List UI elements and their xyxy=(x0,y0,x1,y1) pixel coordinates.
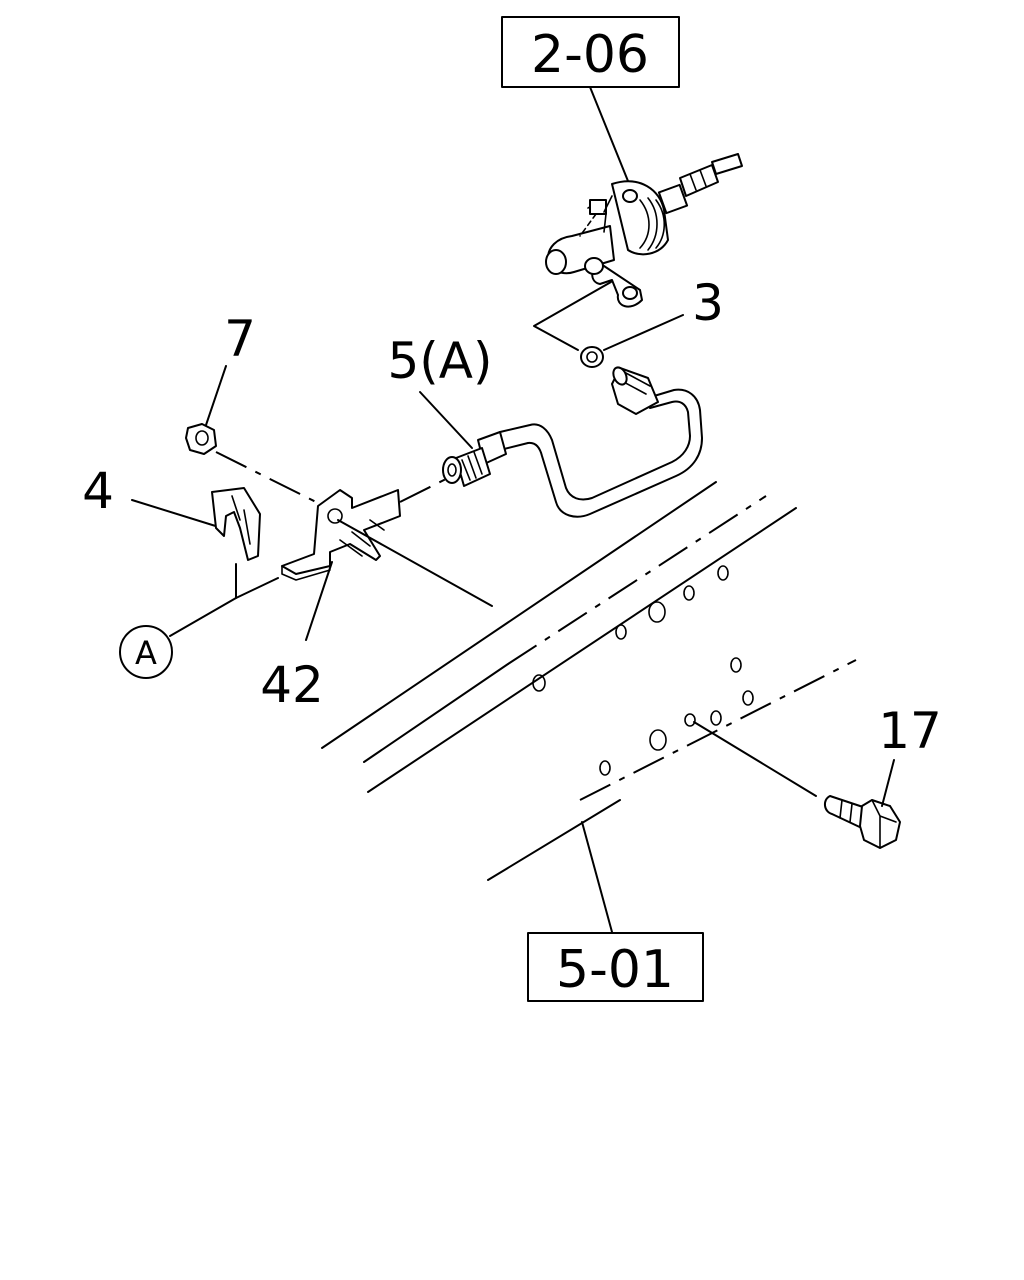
circle-a-label: A xyxy=(135,634,157,672)
clutch-pipe-5 xyxy=(442,366,703,518)
leader-3 xyxy=(603,314,684,351)
bracket-42 xyxy=(281,489,401,581)
ref-box-2-06-label: 2-06 xyxy=(531,25,649,85)
callout-4[interactable]: 4 xyxy=(82,462,114,520)
leader-circle-a xyxy=(169,597,237,637)
frame-rail xyxy=(321,481,857,881)
axis-bracket-to-pipe xyxy=(399,477,449,503)
callout-17[interactable]: 17 xyxy=(878,702,942,760)
circle-a[interactable] xyxy=(119,625,173,679)
leader-17 xyxy=(881,759,895,807)
leader-a-bracket xyxy=(235,563,279,599)
leader-bracket-to-frame xyxy=(337,519,493,607)
leader-5 xyxy=(419,391,473,449)
axis-nut-to-bracket xyxy=(215,451,321,505)
nut-7 xyxy=(185,423,217,455)
bolt-17 xyxy=(824,795,901,849)
axis-bolt-17 xyxy=(693,721,817,797)
ref-box-2-06[interactable]: 2-06 xyxy=(501,16,680,88)
leader-5-01 xyxy=(581,821,613,933)
leader-o-ring xyxy=(533,281,612,351)
callout-7[interactable]: 7 xyxy=(224,310,256,368)
leader-7 xyxy=(204,365,227,429)
ref-box-5-01-label: 5-01 xyxy=(556,940,674,1000)
master-cylinder xyxy=(545,153,743,308)
callout-5[interactable]: 5(A) xyxy=(387,332,492,390)
callout-42[interactable]: 42 xyxy=(260,656,324,714)
callout-3[interactable]: 3 xyxy=(692,274,724,332)
leader-42 xyxy=(305,561,333,641)
leader-2-06 xyxy=(589,86,631,187)
ref-box-5-01[interactable]: 5-01 xyxy=(527,932,704,1002)
o-ring-3 xyxy=(580,346,604,368)
leader-4 xyxy=(131,499,223,529)
clip-4 xyxy=(211,487,261,561)
